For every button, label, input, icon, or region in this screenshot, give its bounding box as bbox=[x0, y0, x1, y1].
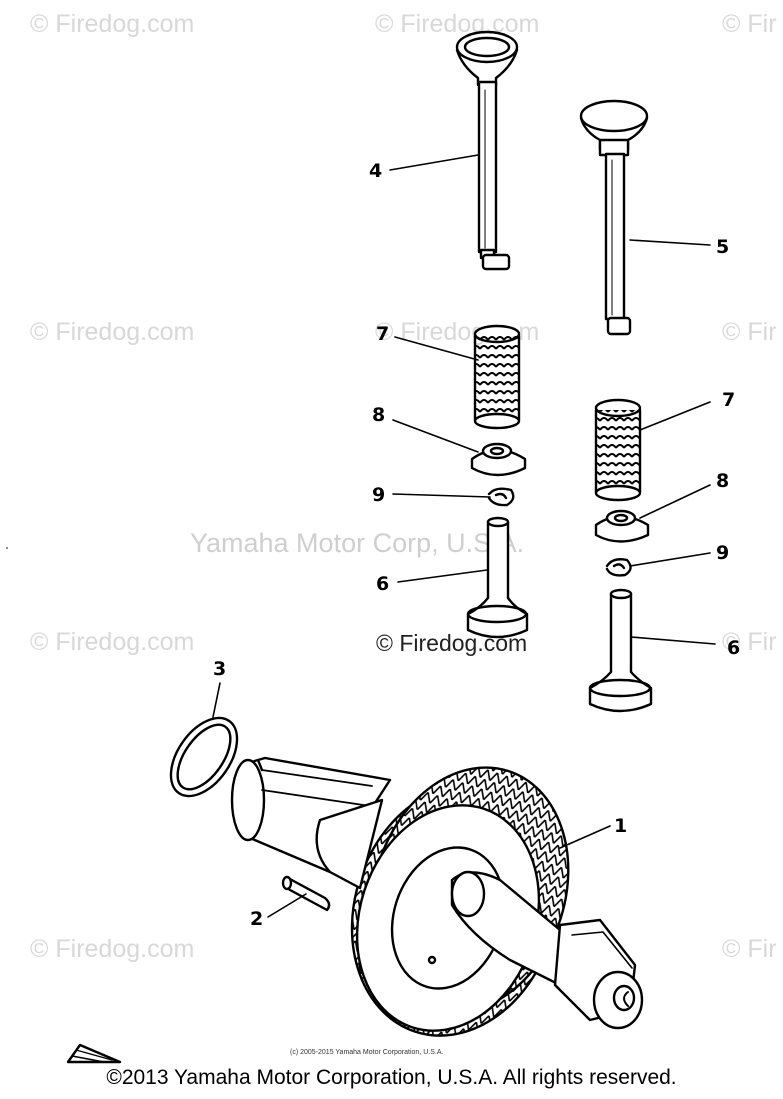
callout-7-left: 7 bbox=[376, 323, 390, 345]
watermark-firedog-cut: © Fir bbox=[722, 318, 777, 346]
footer-copyright: ©2013 Yamaha Motor Corporation, U.S.A. A… bbox=[106, 1066, 677, 1089]
callout-5: 5 bbox=[716, 236, 730, 258]
watermark-yamaha-corp: Yamaha Motor Corp, U.S.A. bbox=[190, 528, 525, 558]
watermark-firedog-cut: © Fir bbox=[722, 628, 777, 656]
callout-7-right: 7 bbox=[722, 389, 736, 411]
callout-9-right: 9 bbox=[716, 542, 730, 564]
logo-mark bbox=[66, 1043, 122, 1064]
watermark-firedog: © Firedog.com bbox=[30, 10, 195, 38]
callout-8-right: 8 bbox=[716, 470, 730, 492]
valve-stem-6-right bbox=[588, 588, 653, 713]
spring-retainer-8-left bbox=[470, 442, 527, 477]
o-ring-3 bbox=[169, 716, 239, 798]
valve-spring-7-right bbox=[594, 398, 642, 502]
watermark-firedog: © Firedog.com bbox=[30, 318, 195, 346]
watermark-firedog-cut: © Fir bbox=[722, 935, 777, 963]
watermark-firedog: © Firedog.com bbox=[30, 628, 195, 656]
small-copyright: (c) 2005-2015 Yamaha Motor Corporation, … bbox=[290, 1049, 444, 1056]
spring-retainer-8-right bbox=[594, 509, 650, 543]
valve-stem-6-left bbox=[466, 516, 529, 639]
valve-spring-7-left bbox=[473, 324, 521, 430]
callout-1: 1 bbox=[614, 815, 628, 837]
callout-2: 2 bbox=[250, 908, 264, 930]
valve-cotter-9-left bbox=[487, 487, 515, 507]
watermark-firedog: © Firedog.com bbox=[375, 10, 540, 38]
callout-4: 4 bbox=[369, 160, 383, 182]
watermark-firedog-cut: © Fir bbox=[722, 10, 777, 38]
callout-3: 3 bbox=[213, 658, 227, 680]
valve-part-5 bbox=[579, 99, 649, 336]
valve-part-4 bbox=[455, 30, 519, 271]
callout-9-left: 9 bbox=[372, 484, 386, 506]
watermark-firedog: © Firedog.com bbox=[30, 935, 195, 963]
valve-cotter-9-right bbox=[605, 558, 632, 577]
camshaft-1 bbox=[230, 756, 644, 1037]
callout-6-left: 6 bbox=[376, 573, 390, 595]
callout-6-right: 6 bbox=[727, 637, 741, 659]
callout-8-left: 8 bbox=[372, 404, 386, 426]
dowel-pin-2 bbox=[281, 875, 331, 912]
